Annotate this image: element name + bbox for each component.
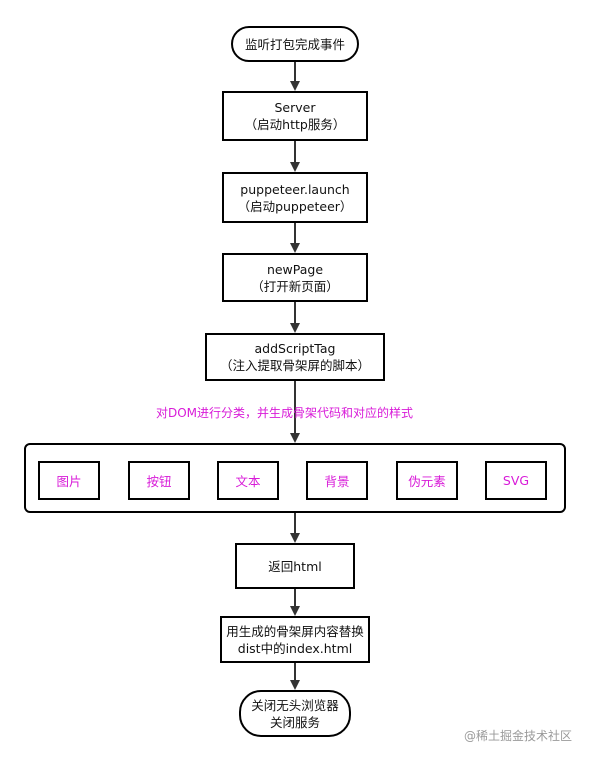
node-add-script-tag: addScriptTag （注入提取骨架屏的脚本） <box>205 333 385 381</box>
node-server: Server （启动http服务） <box>222 91 368 141</box>
node-close-browser: 关闭无头浏览器 关闭服务 <box>239 690 351 737</box>
node-puppeteer-launch: puppeteer.launch （启动puppeteer） <box>222 172 368 223</box>
node-return-html: 返回html <box>235 543 355 589</box>
node-puppeteer-launch-subtitle: （启动puppeteer） <box>237 198 353 214</box>
node-add-script-tag-subtitle: （注入提取骨架屏的脚本） <box>219 358 370 373</box>
node-server-subtitle: （启动http服务） <box>244 117 346 132</box>
edge-label-classify: 对DOM进行分类，并生成骨架代码和对应的样式 <box>156 406 414 420</box>
node-listen-build-text: 监听打包完成事件 <box>244 36 345 52</box>
category-background: 背景 <box>306 461 368 500</box>
node-server-title: Server <box>274 100 316 115</box>
node-new-page-subtitle: （打开新页面） <box>251 278 339 294</box>
classification-group <box>24 443 566 513</box>
node-replace-index-line1: 用生成的骨架屏内容替换 <box>226 623 364 639</box>
category-text: 文本 <box>217 461 279 500</box>
node-new-page-title: newPage <box>266 261 324 277</box>
node-add-script-tag-title: addScriptTag <box>254 341 336 356</box>
category-svg: SVG <box>485 461 547 500</box>
watermark: @稀土掘金技术社区 <box>463 729 572 743</box>
node-new-page: newPage （打开新页面） <box>222 253 368 302</box>
category-button: 按钮 <box>128 461 190 500</box>
node-close-browser-line2: 关闭服务 <box>269 714 320 730</box>
node-replace-index: 用生成的骨架屏内容替换 dist中的index.html <box>220 616 370 663</box>
node-puppeteer-launch-title: puppeteer.launch <box>240 181 350 197</box>
category-image: 图片 <box>38 461 100 500</box>
node-listen-build: 监听打包完成事件 <box>231 26 359 62</box>
category-pseudo-element: 伪元素 <box>396 461 458 500</box>
node-replace-index-line2: dist中的index.html <box>237 640 353 656</box>
node-return-html-text: 返回html <box>268 558 322 574</box>
node-close-browser-line1: 关闭无头浏览器 <box>251 697 339 713</box>
